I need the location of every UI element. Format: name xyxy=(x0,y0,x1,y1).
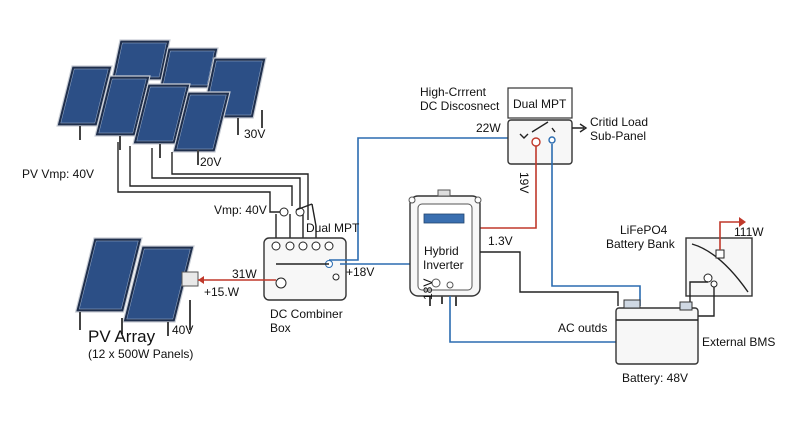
wire-bms-battery xyxy=(689,281,715,317)
label-dual-mpt-box: Dual MPT xyxy=(513,97,567,111)
label-dual-mpt-small: Dual MPT xyxy=(306,221,360,235)
solar-panel xyxy=(122,245,195,323)
solar-panel xyxy=(74,237,143,313)
wire-to-critical-load xyxy=(572,123,588,133)
pv-array-lower xyxy=(74,237,199,336)
label-hybrid-2: Inverter xyxy=(423,258,464,272)
wiring-pv-upper xyxy=(117,142,317,242)
solar-panel xyxy=(110,39,171,81)
label-ac-outds: AC outds xyxy=(558,321,607,335)
label-40v: 40V xyxy=(172,323,193,337)
dual-mpt-disconnect xyxy=(507,87,573,165)
label-combiner-1: DC Combiner xyxy=(270,307,343,321)
label-19v: 19V xyxy=(517,172,531,193)
wire-disconnect-battery xyxy=(551,144,641,306)
solar-panel xyxy=(94,75,151,137)
wire-dc-to-disconnect xyxy=(329,137,516,261)
wire-bms-red xyxy=(719,221,740,250)
label-13v: 1.3V xyxy=(488,234,513,248)
label-pv-array: PV Array xyxy=(88,327,156,346)
label-18v-b: 18V xyxy=(421,279,435,300)
label-hybrid-1: Hybrid xyxy=(424,244,459,258)
label-pv-array-sub: (12 x 500W Panels) xyxy=(88,347,193,361)
label-external-bms: External BMS xyxy=(702,335,775,349)
dc-combiner-box xyxy=(263,237,347,301)
label-30v: 30V xyxy=(244,127,265,141)
label-critical-1: Critid Load xyxy=(590,115,648,129)
wire-hot xyxy=(466,146,537,229)
solar-panel xyxy=(56,65,113,127)
label-combiner-2: Box xyxy=(270,321,291,335)
label-lifepo4-1: LiFePO4 xyxy=(620,223,668,237)
label-22w: 22W xyxy=(476,121,501,135)
wire-ac-out xyxy=(449,296,624,343)
label-31w: 31W xyxy=(232,267,257,281)
label-lifepo4-2: Battery Bank xyxy=(606,237,676,251)
solar-panel xyxy=(172,91,231,153)
label-pv-vmp: PV Vmp: 40V xyxy=(22,167,94,181)
inverter-display xyxy=(423,213,465,224)
label-critical-2: Sub-Panel xyxy=(590,129,646,143)
external-bms xyxy=(685,237,753,297)
label-15w: +15.W xyxy=(204,285,240,299)
label-vmp40: Vmp: 40V xyxy=(214,203,267,217)
label-disconnect-1: High-Crrrent xyxy=(420,85,487,99)
pv-array-upper xyxy=(56,39,267,165)
label-disconnect-2: DC Discosnect xyxy=(420,99,500,113)
wire-inverter-battery xyxy=(480,251,619,306)
label-20v: 20V xyxy=(200,155,221,169)
switch-terminal xyxy=(279,207,289,217)
label-battery: Battery: 48V xyxy=(622,371,688,385)
junction-box xyxy=(181,271,199,287)
label-111w: 111W xyxy=(734,225,764,239)
solar-panel xyxy=(132,83,191,145)
hybrid-inverter xyxy=(408,189,482,306)
battery-bank xyxy=(615,299,699,365)
label-18v: +18V xyxy=(346,265,374,279)
